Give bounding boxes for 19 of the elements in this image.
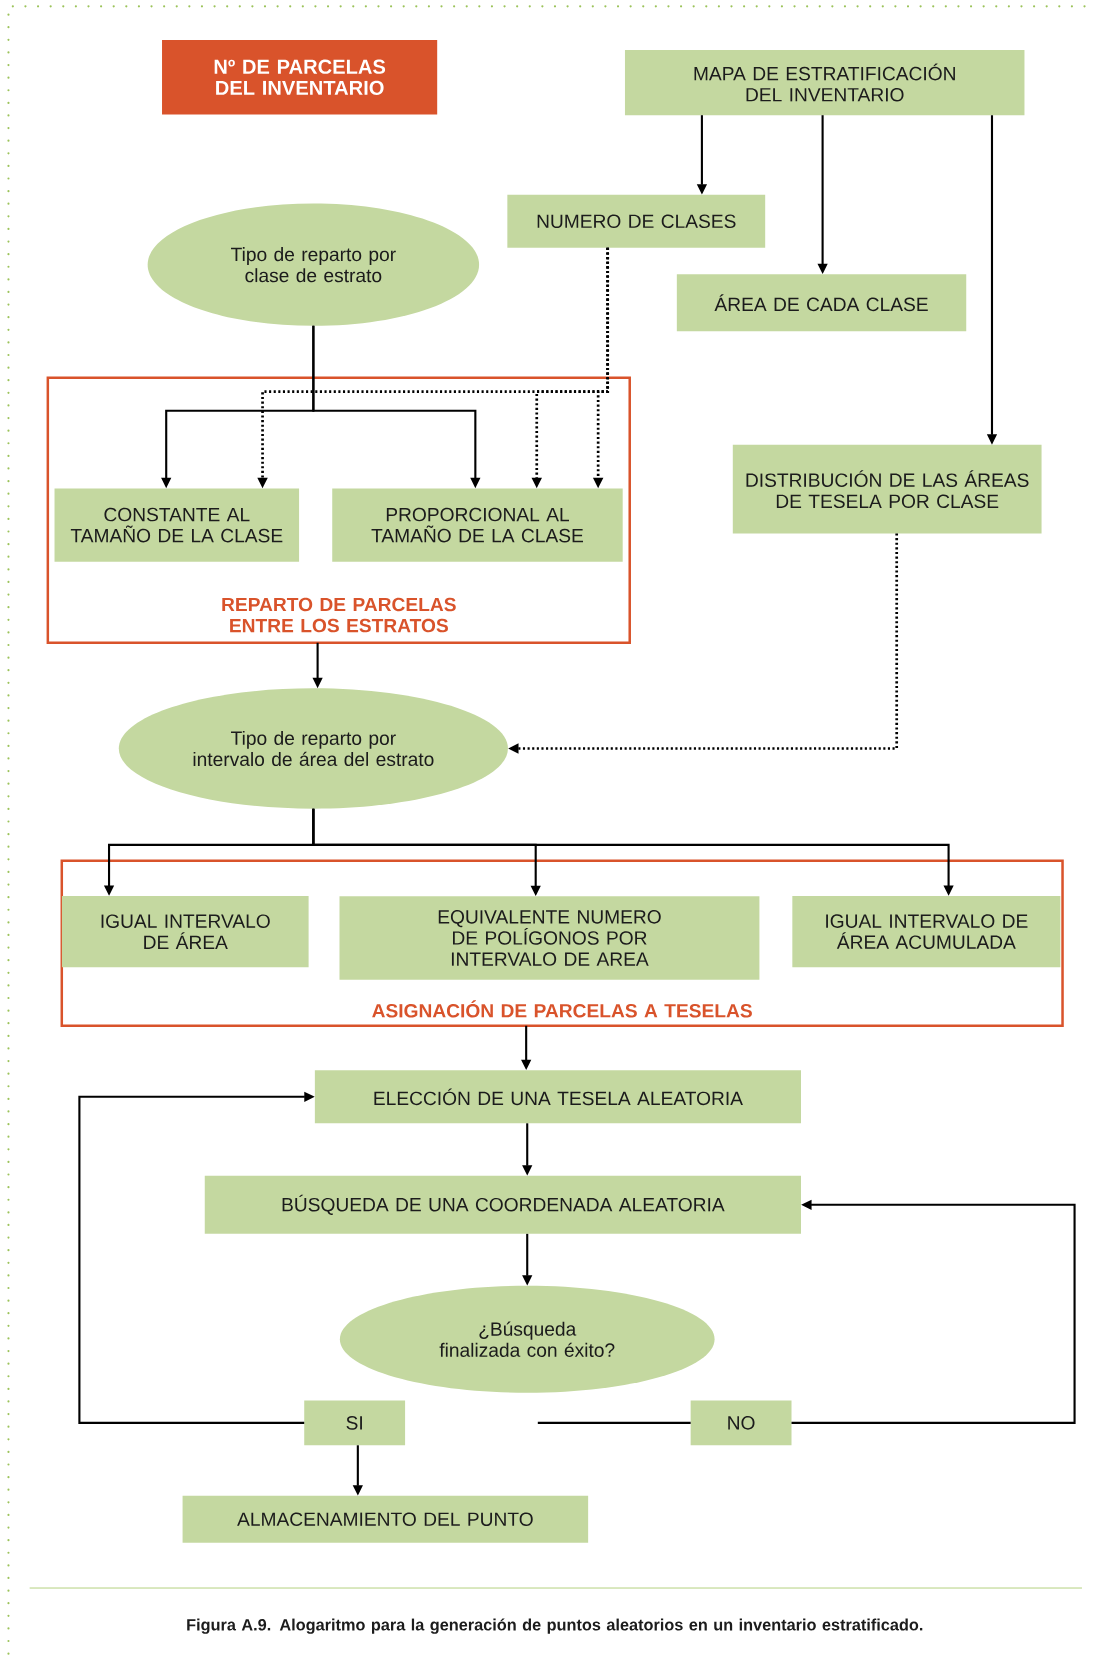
process-box: SI xyxy=(304,1400,406,1446)
process-box: CONSTANTE AL TAMAÑO DE LA CLASE xyxy=(54,488,300,562)
process-box: ELECCIÓN DE UNA TESELA ALEATORIA xyxy=(314,1070,802,1124)
process-box: ALMACENAMIENTO DEL PUNTO xyxy=(182,1495,589,1543)
process-box: ÁREA DE CADA CLASE xyxy=(676,274,967,332)
group-title: REPARTO DE PARCELAS ENTRE LOS ESTRATOS xyxy=(222,597,456,633)
process-box: IGUAL INTERVALO DE ÁREA xyxy=(62,896,309,968)
process-box: MAPA DE ESTRATIFICACIÓN DEL INVENTARIO xyxy=(625,49,1025,116)
process-box: NO xyxy=(690,1400,792,1446)
process-box: NUMERO DE CLASES xyxy=(507,194,766,248)
header-box: Nº DE PARCELAS DEL INVENTARIO xyxy=(162,40,438,115)
process-box: EQUIVALENTE NUMERO DE POLÍGONOS POR INTERVALO DE AREA xyxy=(339,896,760,980)
group-title: ASIGNACIÓN DE PARCELAS A TESELAS xyxy=(372,1000,752,1018)
process-box: BÚSQUEDA DE UNA COORDENADA ALEATORIA xyxy=(204,1175,802,1234)
process-box: IGUAL INTERVALO DE ÁREA ACUMULADA xyxy=(792,896,1061,968)
caption: Figura A.9. Alogaritmo para la generación de puntos aleatorios en un inventario estratificado. xyxy=(187,1618,923,1634)
process-box: DISTRIBUCIÓN DE LAS ÁREAS DE TESELA POR CLASE xyxy=(732,444,1042,534)
process-box: PROPORCIONAL AL TAMAÑO DE LA CLASE xyxy=(332,488,623,562)
connector-line xyxy=(537,1421,691,1424)
